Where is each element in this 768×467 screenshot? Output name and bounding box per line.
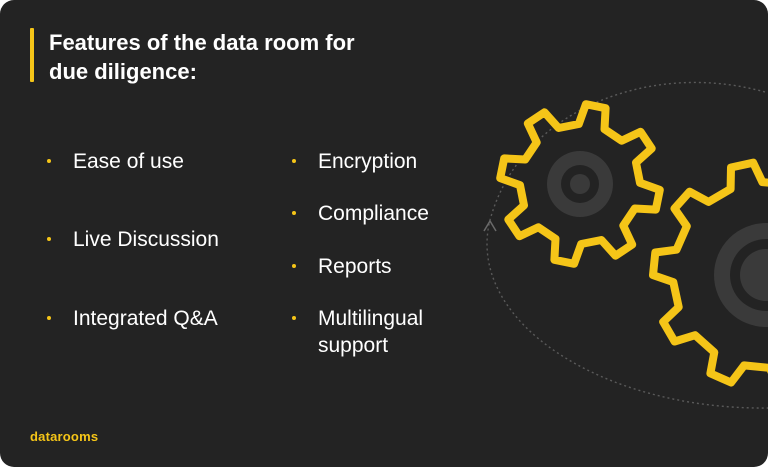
bullet-icon bbox=[292, 211, 296, 215]
feature-label: Encryption bbox=[318, 150, 418, 173]
feature-label-line-1: Multilingual bbox=[318, 307, 424, 330]
arrow-head bbox=[483, 219, 497, 232]
logo-text: datarooms bbox=[30, 430, 98, 444]
feature-item-multilingual-support: Multilingual support bbox=[292, 305, 424, 359]
feature-item-encryption: Encryption bbox=[292, 148, 418, 175]
gear-icon bbox=[649, 158, 768, 387]
feature-label: Compliance bbox=[318, 202, 429, 225]
feature-label: Integrated Q&A bbox=[73, 307, 218, 330]
title-line-1: Features of the data room for bbox=[49, 30, 355, 55]
bullet-icon bbox=[47, 316, 51, 320]
page-title: Features of the data room for due dilige… bbox=[49, 28, 449, 86]
bullet-icon bbox=[47, 237, 51, 241]
feature-item-compliance: Compliance bbox=[292, 200, 429, 227]
circular-arrow-icon bbox=[486, 81, 768, 409]
datarooms-logo: datarooms bbox=[30, 429, 142, 444]
feature-label: Reports bbox=[318, 255, 392, 278]
datarooms-logo-icon: datarooms bbox=[30, 429, 98, 444]
feature-label: Live Discussion bbox=[73, 228, 219, 251]
feature-item-live-discussion: Live Discussion bbox=[47, 226, 219, 253]
bullet-icon bbox=[292, 264, 296, 268]
title-line-2: due diligence: bbox=[49, 59, 197, 84]
title-accent-bar bbox=[30, 28, 34, 82]
feature-label: Ease of use bbox=[73, 150, 184, 173]
bullet-icon bbox=[292, 316, 296, 320]
feature-item-ease-of-use: Ease of use bbox=[47, 148, 184, 175]
bullet-icon bbox=[47, 159, 51, 163]
feature-item-reports: Reports bbox=[292, 253, 392, 280]
feature-item-integrated-qa: Integrated Q&A bbox=[47, 305, 218, 332]
feature-label-line-2: support bbox=[318, 334, 389, 357]
bullet-icon bbox=[292, 159, 296, 163]
gear-icon bbox=[496, 100, 664, 268]
